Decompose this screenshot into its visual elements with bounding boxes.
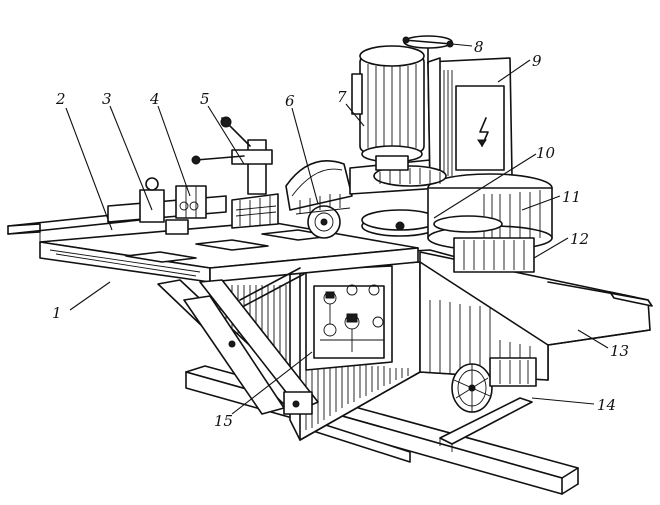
fence-assembly (107, 177, 227, 235)
callout-9: 9 (532, 52, 542, 70)
callout-14: 14 (597, 396, 616, 414)
head-carriage (349, 35, 553, 273)
callout-2: 2 (55, 90, 66, 108)
saw-guard (285, 160, 353, 239)
callout-15: 15 (214, 412, 233, 430)
callout-labels: 1 2 3 4 5 6 7 8 9 10 11 12 13 14 15 (52, 38, 629, 430)
control-panel (305, 265, 393, 371)
table-support (157, 267, 319, 415)
callout-10: 10 (536, 144, 556, 162)
callout-1: 1 (52, 304, 62, 322)
callout-13: 13 (610, 342, 629, 360)
clamp-assembly (191, 116, 279, 229)
callout-12: 12 (570, 230, 589, 248)
hand-wheel (451, 357, 537, 413)
callout-11: 11 (562, 188, 581, 206)
callout-7: 7 (337, 88, 347, 106)
callout-4: 4 (149, 90, 160, 108)
callout-6: 6 (285, 92, 295, 110)
motor (351, 45, 425, 171)
right-table (419, 251, 653, 346)
callout-5: 5 (200, 90, 210, 108)
leader-lines (65, 43, 609, 415)
callout-8: 8 (474, 38, 484, 56)
callout-3: 3 (102, 90, 112, 108)
